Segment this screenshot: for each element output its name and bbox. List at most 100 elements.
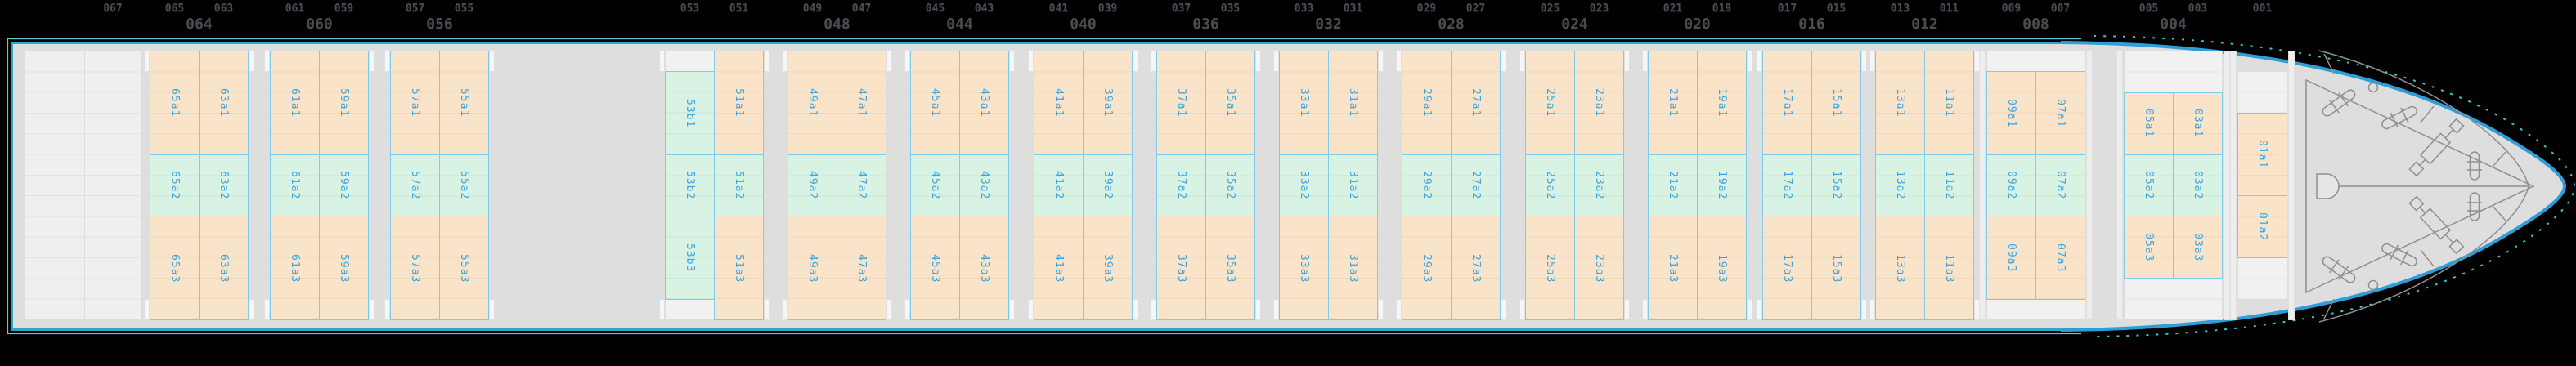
stowage-cell-25a3[interactable]: 25a3	[1525, 216, 1575, 320]
stowage-cell-45a1[interactable]: 45a1	[910, 51, 960, 155]
stowage-cell-11a2[interactable]: 11a2	[1924, 154, 1974, 217]
stowage-cell-19a2[interactable]: 19a2	[1697, 154, 1747, 217]
stowage-cell-05a2[interactable]: 05a2	[2124, 154, 2174, 217]
stowage-cell-21a3[interactable]: 21a3	[1648, 216, 1698, 320]
stowage-cell-33a2[interactable]: 33a2	[1279, 154, 1329, 217]
empty-cell	[2124, 51, 2223, 93]
stowage-cell-41a2[interactable]: 41a2	[1034, 154, 1084, 217]
stowage-cell-31a1[interactable]: 31a1	[1328, 51, 1378, 155]
stowage-cell-43a1[interactable]: 43a1	[959, 51, 1009, 155]
stowage-cell-57a2[interactable]: 57a2	[390, 154, 440, 217]
stowage-cell-51a2[interactable]: 51a2	[714, 154, 764, 217]
stowage-cell-61a2[interactable]: 61a2	[270, 154, 320, 217]
stowage-cell-03a1[interactable]: 03a1	[2173, 92, 2223, 155]
stowage-cell-39a3[interactable]: 39a3	[1083, 216, 1133, 320]
stowage-cell-65a3[interactable]: 65a3	[150, 216, 200, 320]
stowage-cell-43a3[interactable]: 43a3	[959, 216, 1009, 320]
stowage-cell-55a2[interactable]: 55a2	[439, 154, 489, 217]
stowage-cell-13a1[interactable]: 13a1	[1875, 51, 1925, 155]
stowage-cell-21a2[interactable]: 21a2	[1648, 154, 1698, 217]
stowage-cell-59a3[interactable]: 59a3	[319, 216, 369, 320]
stowage-cell-23a1[interactable]: 23a1	[1574, 51, 1624, 155]
stowage-cell-27a1[interactable]: 27a1	[1451, 51, 1501, 155]
stowage-cell-27a3[interactable]: 27a3	[1451, 216, 1501, 320]
stowage-cell-35a3[interactable]: 35a3	[1205, 216, 1255, 320]
stowage-cell-49a3[interactable]: 49a3	[788, 216, 837, 320]
stowage-cell-33a1[interactable]: 33a1	[1279, 51, 1329, 155]
stowage-cell-29a1[interactable]: 29a1	[1402, 51, 1452, 155]
stowage-cell-63a2[interactable]: 63a2	[199, 154, 249, 217]
stowage-cell-33a3[interactable]: 33a3	[1279, 216, 1329, 320]
stowage-cell-53b1[interactable]: 53b1	[665, 71, 715, 155]
stowage-cell-65a2[interactable]: 65a2	[150, 154, 200, 217]
stowage-cell-07a1[interactable]: 07a1	[2035, 71, 2085, 155]
stowage-cell-37a3[interactable]: 37a3	[1156, 216, 1206, 320]
stowage-cell-49a2[interactable]: 49a2	[788, 154, 837, 217]
stowage-cell-01a1[interactable]: 01a1	[2237, 112, 2287, 197]
stowage-cell-13a3[interactable]: 13a3	[1875, 216, 1925, 320]
stowage-cell-39a2[interactable]: 39a2	[1083, 154, 1133, 217]
stowage-cell-09a1[interactable]: 09a1	[1986, 71, 2036, 155]
stowage-cell-53b2[interactable]: 53b2	[665, 154, 715, 217]
stowage-cell-61a1[interactable]: 61a1	[270, 51, 320, 155]
stowage-cell-31a2[interactable]: 31a2	[1328, 154, 1378, 217]
stowage-cell-03a2[interactable]: 03a2	[2173, 154, 2223, 217]
stowage-cell-59a2[interactable]: 59a2	[319, 154, 369, 217]
stowage-cell-17a2[interactable]: 17a2	[1762, 154, 1812, 217]
stowage-cell-01a2[interactable]: 01a2	[2237, 195, 2287, 259]
stowage-cell-37a1[interactable]: 37a1	[1156, 51, 1206, 155]
stowage-cell-07a2[interactable]: 07a2	[2035, 154, 2085, 217]
stowage-cell-59a1[interactable]: 59a1	[319, 51, 369, 155]
stowage-cell-15a1[interactable]: 15a1	[1811, 51, 1861, 155]
stowage-cell-19a3[interactable]: 19a3	[1697, 216, 1747, 320]
stowage-cell-47a3[interactable]: 47a3	[837, 216, 886, 320]
stowage-cell-13a2[interactable]: 13a2	[1875, 154, 1925, 217]
bay-number-043: 043	[974, 2, 994, 15]
stowage-cell-39a1[interactable]: 39a1	[1083, 51, 1133, 155]
stowage-cell-29a2[interactable]: 29a2	[1402, 154, 1452, 217]
stowage-cell-51a3[interactable]: 51a3	[714, 216, 764, 320]
stowage-cell-03a3[interactable]: 03a3	[2173, 216, 2223, 279]
stowage-cell-25a2[interactable]: 25a2	[1525, 154, 1575, 217]
stowage-cell-17a1[interactable]: 17a1	[1762, 51, 1812, 155]
stowage-cell-15a2[interactable]: 15a2	[1811, 154, 1861, 217]
stowage-cell-23a2[interactable]: 23a2	[1574, 154, 1624, 217]
stowage-cell-57a3[interactable]: 57a3	[390, 216, 440, 320]
stowage-cell-27a2[interactable]: 27a2	[1451, 154, 1501, 217]
stowage-cell-41a3[interactable]: 41a3	[1034, 216, 1084, 320]
stowage-cell-21a1[interactable]: 21a1	[1648, 51, 1698, 155]
stowage-cell-55a1[interactable]: 55a1	[439, 51, 489, 155]
stowage-cell-05a3[interactable]: 05a3	[2124, 216, 2174, 279]
stowage-cell-57a1[interactable]: 57a1	[390, 51, 440, 155]
stowage-cell-05a1[interactable]: 05a1	[2124, 92, 2174, 155]
stowage-cell-51a1[interactable]: 51a1	[714, 51, 764, 155]
stowage-cell-35a2[interactable]: 35a2	[1205, 154, 1255, 217]
stowage-cell-43a2[interactable]: 43a2	[959, 154, 1009, 217]
stowage-cell-47a1[interactable]: 47a1	[837, 51, 886, 155]
stowage-cell-11a3[interactable]: 11a3	[1924, 216, 1974, 320]
stowage-cell-11a1[interactable]: 11a1	[1924, 51, 1974, 155]
stowage-cell-35a1[interactable]: 35a1	[1205, 51, 1255, 155]
stowage-cell-63a3[interactable]: 63a3	[199, 216, 249, 320]
stowage-cell-17a3[interactable]: 17a3	[1762, 216, 1812, 320]
stowage-cell-53b3[interactable]: 53b3	[665, 216, 715, 300]
stowage-cell-09a2[interactable]: 09a2	[1986, 154, 2036, 217]
stowage-cell-49a1[interactable]: 49a1	[788, 51, 837, 155]
stowage-cell-63a1[interactable]: 63a1	[199, 51, 249, 155]
stowage-cell-41a1[interactable]: 41a1	[1034, 51, 1084, 155]
stowage-cell-25a1[interactable]: 25a1	[1525, 51, 1575, 155]
stowage-cell-29a3[interactable]: 29a3	[1402, 216, 1452, 320]
stowage-cell-37a2[interactable]: 37a2	[1156, 154, 1206, 217]
stowage-cell-47a2[interactable]: 47a2	[837, 154, 886, 217]
stowage-cell-45a3[interactable]: 45a3	[910, 216, 960, 320]
stowage-cell-55a3[interactable]: 55a3	[439, 216, 489, 320]
stowage-cell-61a3[interactable]: 61a3	[270, 216, 320, 320]
stowage-cell-19a1[interactable]: 19a1	[1697, 51, 1747, 155]
stowage-cell-31a3[interactable]: 31a3	[1328, 216, 1378, 320]
stowage-cell-09a3[interactable]: 09a3	[1986, 216, 2036, 300]
stowage-cell-65a1[interactable]: 65a1	[150, 51, 200, 155]
stowage-cell-07a3[interactable]: 07a3	[2035, 216, 2085, 300]
stowage-cell-23a3[interactable]: 23a3	[1574, 216, 1624, 320]
stowage-cell-45a2[interactable]: 45a2	[910, 154, 960, 217]
stowage-cell-15a3[interactable]: 15a3	[1811, 216, 1861, 320]
